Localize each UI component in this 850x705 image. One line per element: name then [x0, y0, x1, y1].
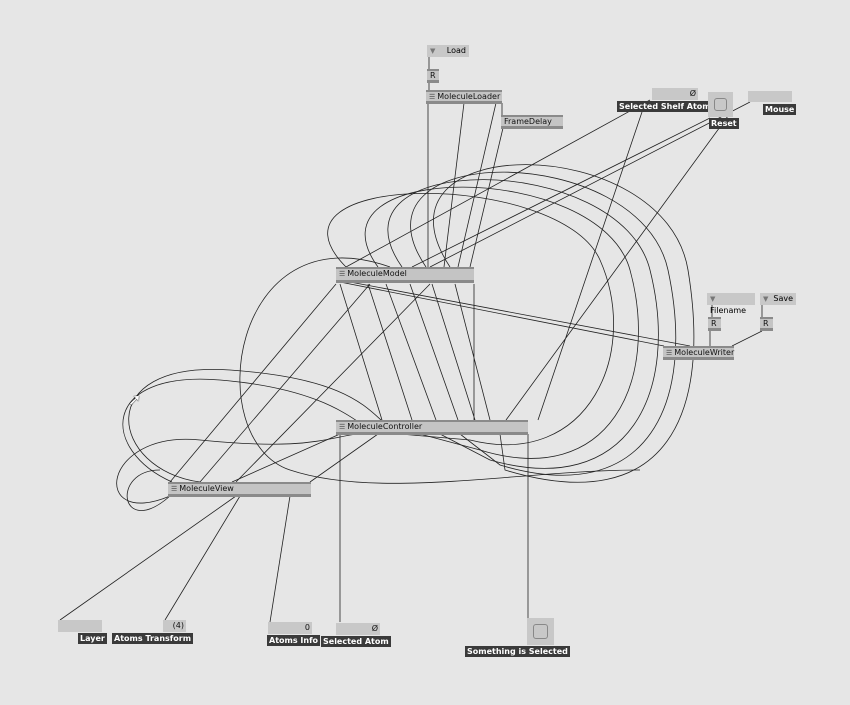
molecule-model-node[interactable]: ☰MoleculeModel — [336, 267, 474, 283]
mouse-iobox[interactable] — [748, 91, 792, 102]
selected-atom-label: Selected Atom — [321, 636, 391, 647]
atoms-info-label: Atoms Info — [267, 635, 321, 646]
r-node-save[interactable]: R — [760, 317, 773, 331]
menu-lines-icon: ☰ — [339, 423, 346, 431]
r-node-load[interactable]: R — [427, 69, 439, 83]
molecule-view-node[interactable]: ☰MoleculeView — [168, 482, 311, 497]
save-enum[interactable]: ▼ Save — [760, 293, 796, 305]
selected-atom-iobox[interactable]: Ø — [336, 623, 380, 635]
something-selected-label: Something is Selected — [465, 646, 570, 657]
triangle-down-icon: ▼ — [763, 295, 769, 303]
frame-delay-node[interactable]: FrameDelay — [501, 115, 563, 129]
menu-lines-icon: ☰ — [666, 349, 673, 357]
menu-lines-icon: ☰ — [339, 270, 346, 278]
triangle-down-icon: ▼ — [710, 295, 716, 303]
atoms-transform-label: Atoms Transform — [112, 633, 194, 644]
r-node-filename[interactable]: R — [708, 317, 721, 331]
filename-enum[interactable]: ▼ Filename — [707, 293, 755, 315]
atoms-transform-iobox[interactable]: (4) — [163, 620, 186, 632]
selected-shelf-atom-label: Selected Shelf Atom — [617, 101, 713, 112]
layer-label: Layer — [78, 633, 107, 644]
molecule-loader-node[interactable]: ☰MoleculeLoader — [426, 90, 502, 104]
molecule-controller-node[interactable]: ☰MoleculeController — [336, 420, 528, 435]
selected-shelf-atom-iobox[interactable]: Ø — [652, 88, 698, 100]
layer-iobox[interactable] — [58, 620, 102, 632]
molecule-writer-node[interactable]: ☰MoleculeWriter — [663, 346, 734, 360]
reset-label: Reset — [709, 118, 739, 129]
mouse-label: Mouse — [763, 104, 797, 115]
menu-lines-icon: ☰ — [429, 93, 436, 101]
something-selected-toggle[interactable] — [527, 618, 554, 645]
mouse-cursor-icon: ➚ — [128, 390, 142, 409]
triangle-down-icon: ▼ — [430, 47, 436, 55]
reset-toggle[interactable] — [708, 92, 733, 117]
atoms-info-iobox[interactable]: 0 — [268, 622, 312, 634]
menu-lines-icon: ☰ — [171, 485, 178, 493]
load-enum[interactable]: ▼ Load — [427, 45, 469, 57]
